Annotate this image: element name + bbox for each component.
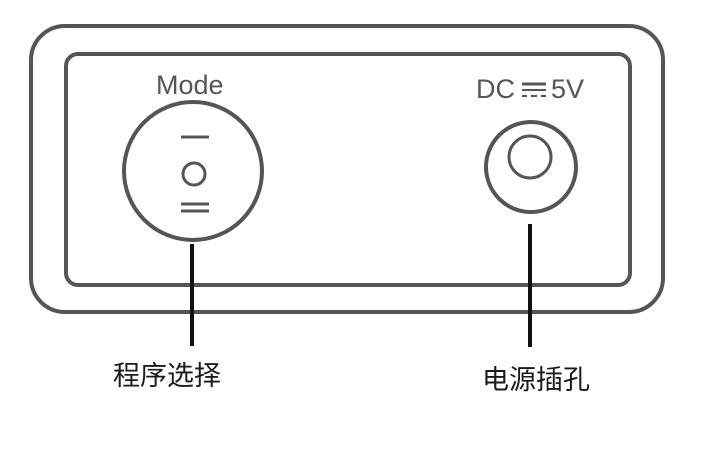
power-jack-callout: 电源插孔: [482, 365, 590, 396]
power-jack-label-voltage: 5V: [551, 74, 585, 104]
mode-position-circle-icon: [181, 161, 207, 187]
power-jack-label-prefix: DC: [476, 74, 515, 104]
outer-housing: [29, 24, 665, 314]
power-jack: [484, 120, 578, 214]
mode-switch: [122, 100, 264, 242]
mode-switch-callout: 程序选择: [113, 361, 221, 392]
power-jack-inner: [507, 134, 553, 180]
mode-switch-body: [122, 100, 264, 242]
dc-symbol-icon: [522, 82, 546, 97]
inner-panel: [64, 52, 632, 287]
mode-switch-label: Mode: [156, 70, 224, 100]
power-jack-outer: [484, 120, 578, 214]
